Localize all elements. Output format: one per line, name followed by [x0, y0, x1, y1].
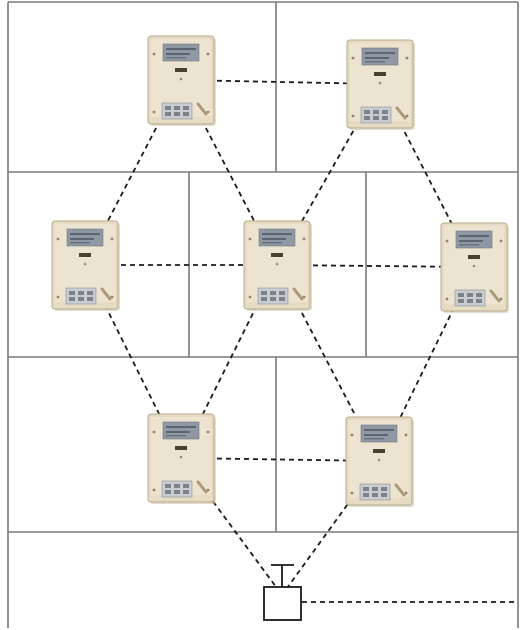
- floor-plan-walls: [7, 1, 519, 628]
- gateway-with-antenna-icon: [263, 564, 302, 621]
- gateway: [263, 564, 302, 621]
- gateway-box: [263, 586, 302, 621]
- wall-mounted-wireless-device-icon: [147, 413, 216, 504]
- wall-mounted-wireless-device-icon: [51, 220, 120, 311]
- wall-mounted-wireless-device-icon: [440, 222, 509, 313]
- mesh-node-device: [346, 39, 415, 130]
- wall-mounted-wireless-device-icon: [346, 39, 415, 130]
- wall-mounted-wireless-device-icon: [345, 416, 414, 507]
- mesh-node-device: [51, 220, 120, 311]
- mesh-nodes: [51, 35, 509, 507]
- mesh-node-device: [243, 220, 312, 311]
- mesh-node-device: [345, 416, 414, 507]
- wall-mounted-wireless-device-icon: [243, 220, 312, 311]
- mesh-links: [84, 79, 518, 603]
- mesh-node-device: [147, 35, 216, 126]
- wall-mounted-wireless-device-icon: [147, 35, 216, 126]
- mesh-node-device: [147, 413, 216, 504]
- mesh-node-device: [440, 222, 509, 313]
